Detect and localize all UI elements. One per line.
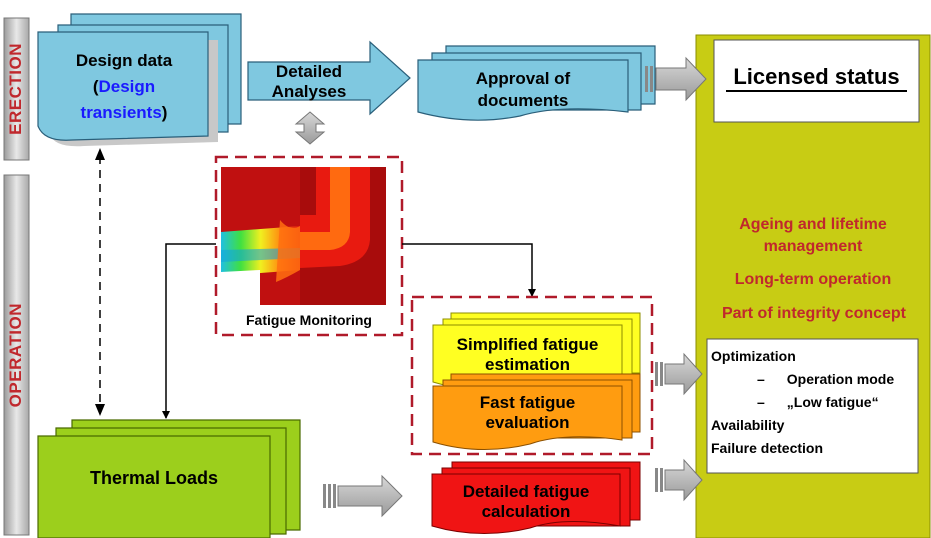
to-licensed-arrow xyxy=(645,56,707,102)
ageing-line1: Ageing and lifetime xyxy=(739,216,887,233)
approval-text: Approval of documents xyxy=(420,68,626,112)
low-fatigue-text: „Low fatigue“ xyxy=(786,394,879,410)
simplified-line2: estimation xyxy=(484,355,571,374)
operation-label: OPERATION xyxy=(6,302,25,408)
failure-detection-item: Failure detection xyxy=(711,440,824,456)
approval-line1: Approval of xyxy=(475,69,571,88)
optimization-item: Optimization xyxy=(711,348,796,364)
fatigue-monitoring-caption: Fatigue Monitoring xyxy=(246,312,372,328)
fast-line2: evaluation xyxy=(485,413,570,432)
dash-bullet-2: – xyxy=(757,394,765,410)
benefits-list: Optimization – Operation mode – „Low fatig… xyxy=(711,345,916,460)
design-transients-line: (Design xyxy=(40,74,208,100)
operation-mode-text: Operation mode xyxy=(786,371,895,387)
detailed-analyses-line1: Detailed xyxy=(275,62,343,81)
detailed-fatigue-text: Detailed fatigue calculation xyxy=(432,482,620,522)
design-highlight: Design xyxy=(98,77,156,96)
detailed-to-panel-arrow xyxy=(655,458,703,502)
erection-label: ERECTION xyxy=(6,43,25,135)
detailed-analyses-text: Detailed Analyses xyxy=(248,62,370,102)
dashed-arrowhead-down xyxy=(95,404,105,416)
design-data-document xyxy=(37,13,242,147)
ageing-text: Ageing and lifetime management xyxy=(700,214,926,258)
integrity-concept-text: Part of integrity concept xyxy=(721,305,907,322)
erection-phase-bar xyxy=(3,17,30,161)
open-paren: ( xyxy=(92,77,99,96)
dashed-arrowhead-up xyxy=(95,148,105,160)
approval-document xyxy=(417,45,656,121)
design-data-title: Design data xyxy=(75,51,173,70)
availability-item: Availability xyxy=(711,417,785,433)
monitoring-to-thermal-connector xyxy=(162,243,216,419)
thermal-loads-title: Thermal Loads xyxy=(89,468,219,488)
operation-phase-bar xyxy=(3,174,30,536)
benefits-box xyxy=(706,338,919,474)
double-arrow xyxy=(294,111,326,145)
thermal-loads-document xyxy=(37,419,301,538)
fatigue-estimation-frame xyxy=(410,295,654,456)
low-fatigue-item: – „Low fatigue“ xyxy=(711,391,916,414)
simplified-line1: Simplified fatigue xyxy=(456,335,599,354)
detailed-fatigue-line1: Detailed fatigue xyxy=(462,482,590,501)
fast-text: Fast fatigue evaluation xyxy=(433,393,622,433)
transients-highlight: transients xyxy=(80,103,162,122)
close-paren: ) xyxy=(161,103,168,122)
detailed-analyses-line2: Analyses xyxy=(271,82,347,101)
to-benefits-arrow xyxy=(655,352,703,396)
approval-line2: documents xyxy=(477,91,569,110)
transients-line: transients) xyxy=(40,100,208,126)
long-term-operation-text: Long-term operation xyxy=(734,271,892,288)
detailed-fatigue-line2: calculation xyxy=(481,502,571,521)
fem-picture xyxy=(221,167,386,305)
licensed-status-title: Licensed status xyxy=(733,64,900,89)
design-data-text: Design data (Design transients) xyxy=(40,48,208,126)
thermal-to-detailed-arrow xyxy=(323,474,403,518)
detailed-analyses-arrow xyxy=(247,40,411,116)
licensed-status-box xyxy=(713,39,920,123)
fast-evaluation-document xyxy=(432,373,641,450)
operation-mode-item: – Operation mode xyxy=(711,368,916,391)
ageing-line2: management xyxy=(763,238,863,255)
detailed-calculation-document xyxy=(431,461,641,535)
monitoring-to-estimation-connector xyxy=(402,243,536,297)
simplified-text: Simplified fatigue estimation xyxy=(433,335,622,375)
dash-bullet-1: – xyxy=(757,371,765,387)
fatigue-monitoring-frame xyxy=(214,155,404,337)
fast-line1: Fast fatigue xyxy=(479,393,576,412)
